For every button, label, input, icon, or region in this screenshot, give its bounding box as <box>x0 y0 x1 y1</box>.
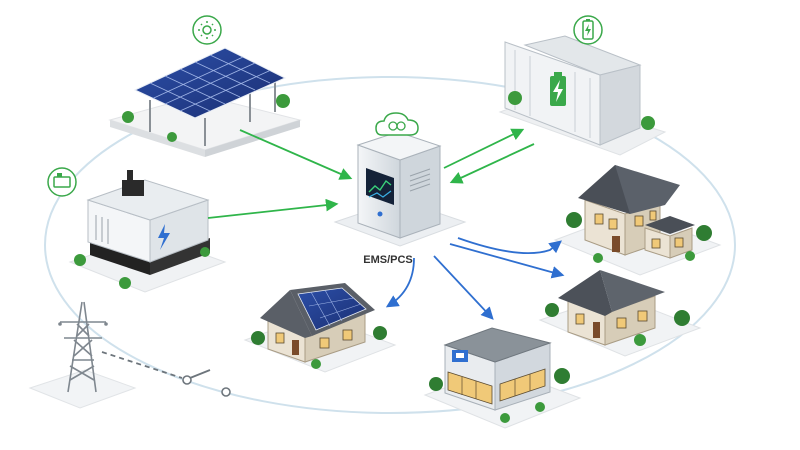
house-solar <box>243 283 397 373</box>
arrow-ems-to-house-solar <box>385 257 415 308</box>
arrow-generator-to-ems <box>207 198 339 219</box>
arrow-ems-to-battery <box>443 128 525 169</box>
house-medium <box>538 270 702 357</box>
sun-icon <box>192 15 222 45</box>
arrow-ems-to-house-large <box>457 237 562 255</box>
supply-arrows <box>207 128 535 219</box>
brain-cloud-icon <box>375 112 419 136</box>
ems-pcs-label: EMS/PCS <box>363 254 413 266</box>
arrow-battery-to-ems <box>449 143 535 184</box>
shop <box>423 327 582 429</box>
microgrid-ring <box>44 76 736 414</box>
grid-tower <box>28 301 137 409</box>
battery-icon <box>573 15 603 45</box>
arrow-ems-to-house-medium <box>449 243 565 279</box>
arrow-solar-to-ems <box>239 129 353 180</box>
generator-icon <box>47 167 77 197</box>
arrow-ems-to-shop <box>433 255 494 320</box>
solar-array <box>108 47 302 157</box>
house-large <box>553 165 722 276</box>
battery-container <box>498 35 667 156</box>
generator <box>68 170 227 293</box>
grid-switch-line <box>101 351 231 397</box>
ems-pcs-cabinet <box>333 131 467 247</box>
load-arrows <box>385 237 565 320</box>
